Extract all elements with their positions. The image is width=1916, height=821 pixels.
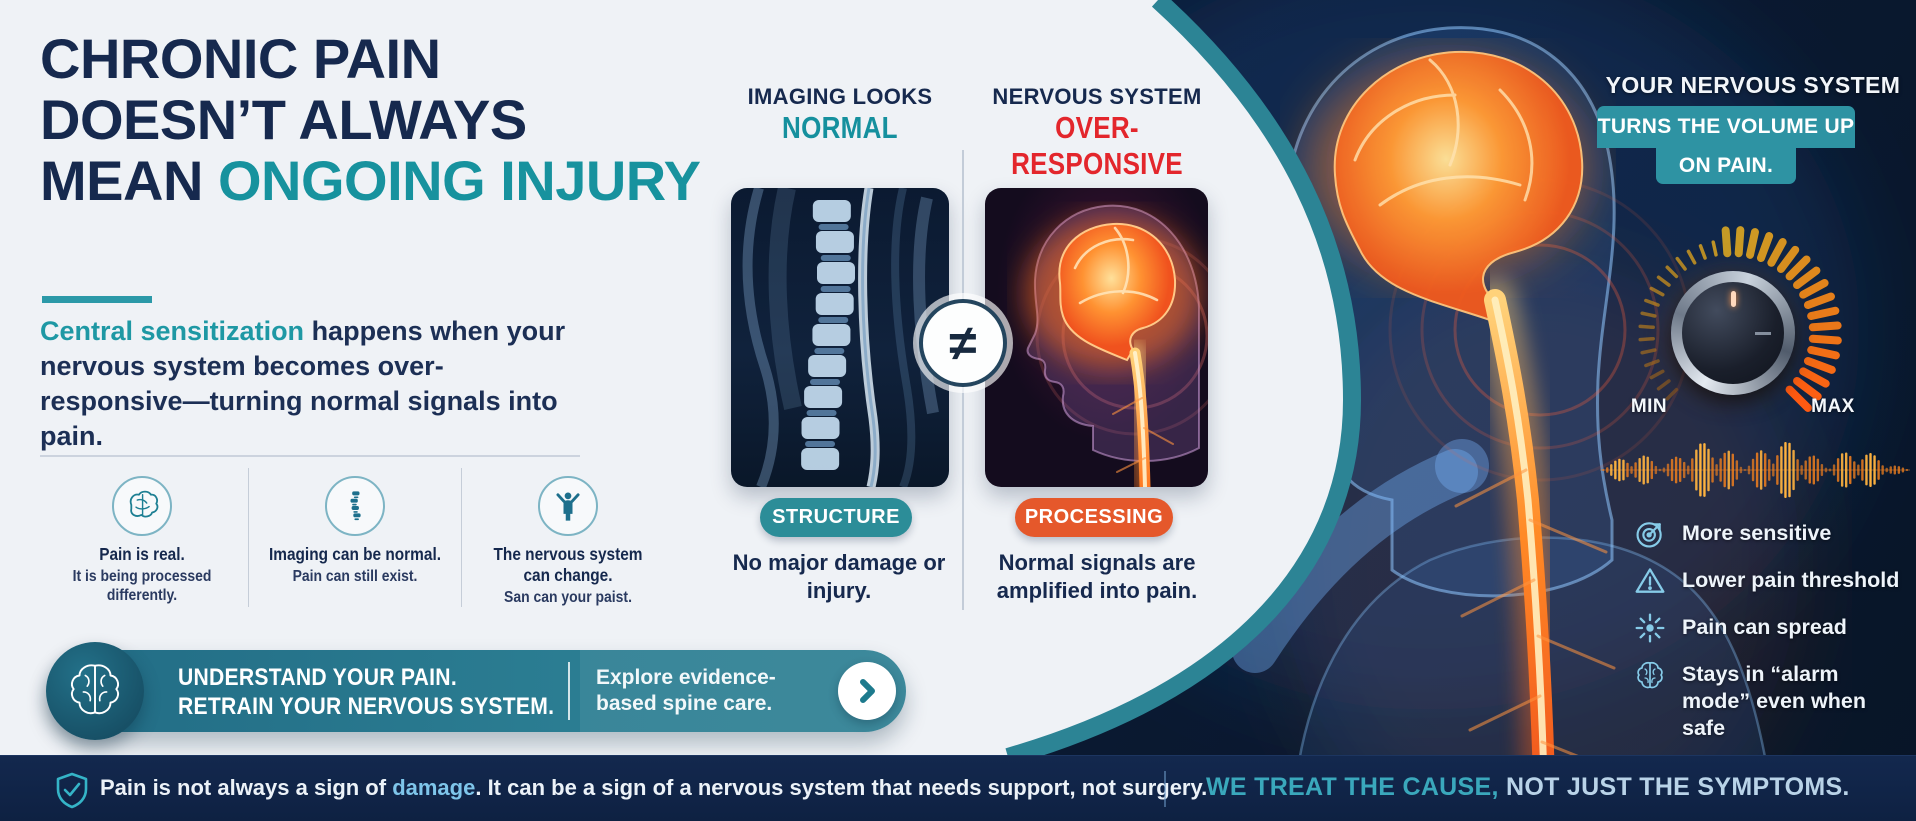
shield-check-icon [56,772,88,809]
cta-subtext: Explore evidence-based spine care. [596,666,776,715]
cta-heading: UNDERSTAND YOUR PAIN. RETRAIN YOUR NERVO… [178,664,555,720]
comparison-right-header: NERVOUS SYSTEM OVER-RESPONSIVE [992,84,1202,181]
footer-bar: Pain is not always a sign of damage. It … [0,755,1916,821]
key-point-subtitle: San can your paist. [504,589,632,606]
volume-badge-line2: ON PAIN. [1656,148,1796,184]
structure-badge: STRUCTURE [760,498,912,537]
title-highlight: ONGOING INJURY [217,149,701,212]
footer-message-highlight: damage [392,775,476,800]
list-item: More sensitive [1634,518,1914,550]
cta-banner[interactable]: UNDERSTAND YOUR PAIN. RETRAIN YOUR NERVO… [46,642,906,740]
volume-panel-title: YOUR NERVOUS SYSTEM [1605,72,1901,98]
structure-caption: No major damage or injury. [732,550,946,603]
spine-icon [325,476,385,536]
sensitization-effects-list: More sensitive Lower pain threshold Pain… [1634,518,1914,742]
person-icon [538,476,598,536]
key-point-subtitle: It is being processed differently. [72,568,212,604]
cta-arrow-button[interactable] [838,662,896,720]
key-point-pain-is-real: Pain is real. It is being processed diff… [36,468,248,607]
key-point-system-can-change: The nervous system can change. San can y… [461,468,674,607]
footer-separator [1164,771,1166,807]
processing-caption: Normal signals are amplified into pain. [996,550,1198,603]
key-points-row: Pain is real. It is being processed diff… [36,468,642,607]
key-points-divider [40,455,580,457]
list-item: Stays in “alarm mode” even when safe [1634,659,1914,742]
volume-knob[interactable] [1671,271,1795,395]
cta-brain-badge [46,642,144,740]
spread-icon [1635,613,1665,643]
comparison-left-header: IMAGING LOOKS NORMAL [747,84,933,145]
min-label: MIN [1630,396,1668,417]
processing-badge: PROCESSING [1015,498,1173,537]
key-point-title: Pain is real. [99,544,185,564]
chevron-right-icon [860,679,875,703]
brain-icon [112,476,172,536]
brain-icon [1637,661,1663,689]
page-title: CHRONIC PAIN DOESN’T ALWAYS MEAN ONGOING… [40,28,720,211]
target-icon [1636,522,1662,548]
not-equal-badge: ≠ [919,299,1007,387]
list-item: Pain can spread [1634,612,1914,644]
key-point-title: Imaging can be normal. [268,544,442,564]
slogan-highlight: WE TREAT THE CAUSE, [1206,773,1499,801]
volume-badge-line1: TURNS THE VOLUME UP [1597,106,1855,148]
knob-reflection [1755,332,1771,335]
title-line-1: CHRONIC PAIN [40,27,441,90]
cta-separator [568,662,570,720]
overactive-brain-image [985,188,1208,487]
title-line-2: DOESN’T ALWAYS [40,88,527,151]
volume-dial-ticks [1638,226,1842,412]
key-point-subtitle: Pain can still exist. [292,568,418,585]
key-point-title: The nervous system can change. [493,544,643,585]
title-underline [42,296,152,303]
knob-pointer [1730,291,1736,307]
footer-slogan: WE TREAT THE CAUSE, NOT JUST THE SYMPTOM… [1206,773,1850,801]
max-label: MAX [1811,396,1855,417]
title-line-3: MEAN ONGOING INJURY [40,149,701,212]
footer-message: Pain is not always a sign of damage. It … [100,775,1208,800]
pain-waveform [1600,442,1910,498]
spine-mri-image [731,188,949,487]
key-point-imaging-normal: Imaging can be normal. Pain can still ex… [248,468,461,607]
warning-icon [1635,568,1665,593]
intro-highlight: Central sensitization [40,316,305,346]
list-item: Lower pain threshold [1634,565,1914,597]
brain-icon [71,664,119,715]
intro-paragraph: Central sensitization happens when your … [40,316,566,451]
